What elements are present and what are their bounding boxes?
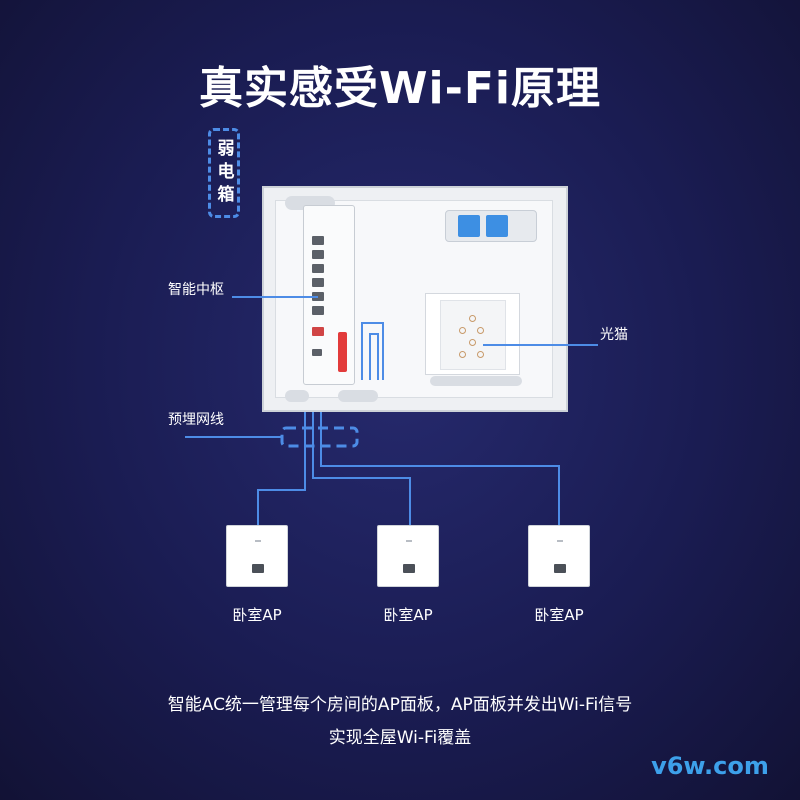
modem-vent-icon bbox=[459, 351, 466, 358]
ethernet-port bbox=[312, 264, 324, 273]
modem-vent-icon bbox=[459, 327, 466, 334]
ethernet-port bbox=[312, 278, 324, 287]
description-line-1: 智能AC统一管理每个房间的AP面板，AP面板并发出Wi-Fi信号 bbox=[167, 695, 633, 715]
modem-label: 光猫 bbox=[600, 327, 628, 343]
ethernet-port bbox=[312, 250, 324, 259]
conduit-dashed-box bbox=[280, 426, 359, 448]
cable-to-ap-3 bbox=[320, 412, 560, 528]
ap-label-1: 卧室AP bbox=[232, 606, 282, 624]
ap-label-2: 卧室AP bbox=[383, 606, 433, 624]
ap-panel-1 bbox=[226, 525, 288, 587]
watermark: v6w.com bbox=[651, 752, 769, 780]
panel-indicator bbox=[255, 540, 261, 542]
ap-panel-2 bbox=[377, 525, 439, 587]
panel-indicator bbox=[557, 540, 563, 542]
ap-panel-3 bbox=[528, 525, 590, 587]
page-title: 真实感受Wi-Fi原理 bbox=[198, 63, 601, 114]
cabinet-slot bbox=[338, 390, 378, 402]
ethernet-port bbox=[312, 236, 324, 245]
modem-vent-icon bbox=[469, 339, 476, 346]
ethernet-port bbox=[312, 306, 324, 315]
modem-vent-icon bbox=[477, 351, 484, 358]
ap-label-3: 卧室AP bbox=[534, 606, 584, 624]
power-socket-icon bbox=[458, 215, 480, 237]
power-socket-icon bbox=[486, 215, 508, 237]
modem-vent-icon bbox=[469, 315, 476, 322]
cable-to-ap-1 bbox=[257, 412, 306, 528]
wan-port bbox=[312, 327, 324, 336]
modem-shelf bbox=[430, 376, 522, 386]
description-line-2: 实现全屋Wi-Fi覆盖 bbox=[328, 728, 472, 748]
hub-brand-logo bbox=[338, 332, 347, 372]
modem-plate bbox=[440, 300, 506, 370]
cable-label: 预埋网线 bbox=[168, 412, 224, 428]
weak-current-box-label: 弱电箱 bbox=[208, 128, 240, 218]
power-strip bbox=[445, 210, 537, 242]
modem-vent-icon bbox=[477, 327, 484, 334]
internal-cable bbox=[369, 333, 379, 380]
hub-label: 智能中枢 bbox=[168, 282, 224, 298]
panel-indicator bbox=[406, 540, 412, 542]
ethernet-port-icon bbox=[252, 564, 264, 573]
ethernet-port-icon bbox=[554, 564, 566, 573]
ethernet-port-icon bbox=[403, 564, 415, 573]
internal-cable bbox=[361, 322, 384, 380]
cabinet-slot bbox=[285, 390, 309, 402]
cable-to-ap-2 bbox=[312, 412, 411, 528]
power-port bbox=[312, 349, 322, 356]
